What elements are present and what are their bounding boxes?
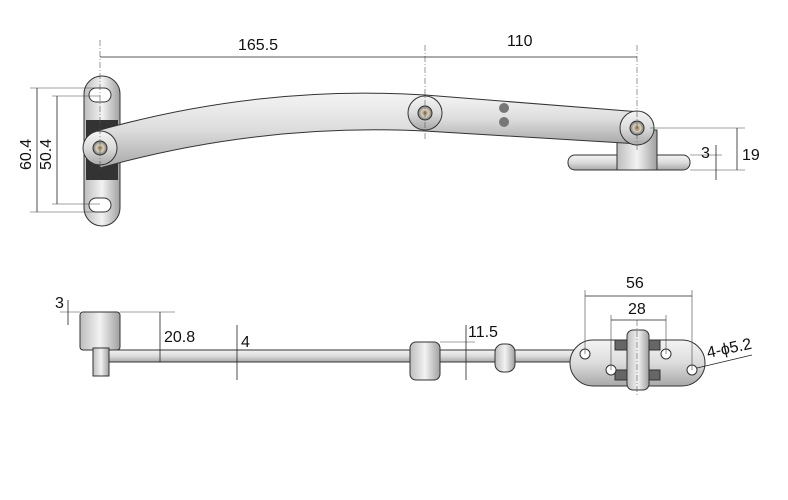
dim-11-5: 11.5 xyxy=(468,324,498,341)
long-arm xyxy=(99,92,426,169)
stop-pin xyxy=(499,103,509,113)
cap xyxy=(79,311,121,351)
side-view: 3 20.8 4 11.5 56 28 4-ϕ5.2 xyxy=(55,275,753,395)
stop-pin-2 xyxy=(499,117,509,127)
shaft xyxy=(92,347,110,377)
dim-20-8: 20.8 xyxy=(164,329,195,346)
dim-3-side: 3 xyxy=(55,295,64,312)
dim-56: 56 xyxy=(626,275,644,292)
stop-block xyxy=(494,343,516,373)
top-view: 165.5 110 60.4 50.4 19 3 xyxy=(18,33,760,227)
dim-60-4: 60.4 xyxy=(18,139,35,170)
dim-holes: 4-ϕ5.2 xyxy=(705,336,753,362)
dim-4: 4 xyxy=(241,334,250,351)
hinge-barrel xyxy=(626,329,650,391)
dim-3-top: 3 xyxy=(701,145,710,162)
dim-165-5: 165.5 xyxy=(238,37,278,54)
short-arm xyxy=(424,94,641,145)
dim-50-4: 50.4 xyxy=(38,139,55,170)
dim-110: 110 xyxy=(507,33,533,50)
dim-19: 19 xyxy=(742,147,760,164)
slot-bottom xyxy=(88,197,112,213)
middle-joint xyxy=(409,341,441,381)
dim-28: 28 xyxy=(628,301,646,318)
